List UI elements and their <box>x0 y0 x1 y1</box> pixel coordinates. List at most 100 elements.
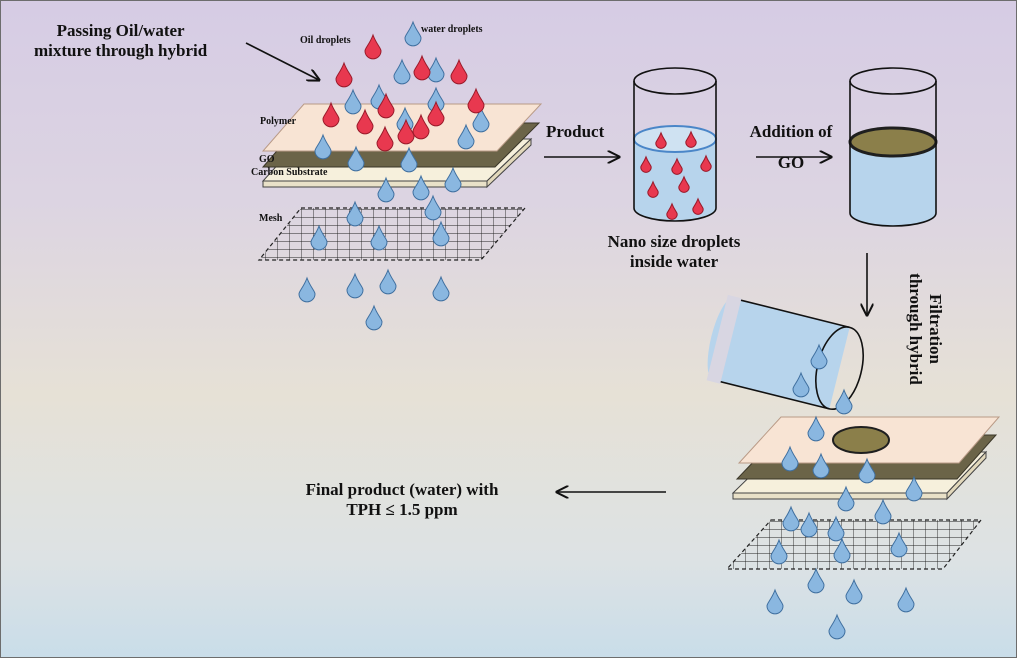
label-filtration-line1: Filtration <box>926 294 945 364</box>
label-nano-line1: Nano size droplets <box>607 232 741 251</box>
oil-droplet <box>397 118 415 145</box>
water-droplet <box>782 505 800 532</box>
label-addition: Addition of GO <box>742 122 840 172</box>
label-filtration: Filtration through hybrid <box>906 269 945 389</box>
water-droplet <box>874 498 892 525</box>
label-addition-line1: Addition of <box>749 122 833 141</box>
water-droplet <box>800 511 818 538</box>
label-carbon-substrate: Carbon Substrate <box>251 167 328 178</box>
label-passing-line2: mixture through hybrid <box>34 40 208 60</box>
label-polymer: Polymer <box>260 116 297 127</box>
oil-droplet <box>335 61 353 88</box>
water-droplet <box>400 146 418 173</box>
oil-droplet <box>427 100 445 127</box>
oil-droplet <box>364 33 382 60</box>
water-droplet <box>432 275 450 302</box>
water-droplet <box>310 224 328 251</box>
nano-oil-droplet <box>647 180 659 198</box>
nano-droplets-group <box>640 130 712 220</box>
nano-oil-droplet <box>671 157 683 175</box>
label-passing: Passing Oil/water mixture through hybrid <box>34 21 207 60</box>
nano-oil-droplet <box>655 131 667 149</box>
water-droplet <box>432 220 450 247</box>
label-filtration-line2: through hybrid <box>906 273 926 385</box>
water-droplet <box>344 88 362 115</box>
water-droplet <box>347 145 365 172</box>
water-droplet <box>298 276 316 303</box>
oil-droplet <box>356 108 374 135</box>
label-water-droplets: water droplets <box>421 24 483 35</box>
oil-droplet <box>412 113 430 140</box>
label-final-line2: TPH ≤ 1.5 ppm <box>346 499 458 519</box>
water-droplet <box>766 588 784 615</box>
water-droplet <box>457 123 475 150</box>
water-droplet <box>807 415 825 442</box>
water-droplet <box>346 200 364 227</box>
arrow-pointer-input <box>245 42 319 80</box>
water-droplet <box>404 20 422 47</box>
water-droplet <box>346 272 364 299</box>
label-passing-line1: Passing Oil/water <box>56 21 185 40</box>
water-droplet <box>845 578 863 605</box>
water-droplet <box>444 166 462 193</box>
label-final-line1: Final product (water) with <box>305 480 499 499</box>
water-droplet <box>427 56 445 83</box>
top-mesh-layer <box>257 207 527 261</box>
label-addition-line2: GO <box>777 152 805 172</box>
water-droplet <box>835 388 853 415</box>
water-droplet <box>770 538 788 565</box>
water-droplet <box>812 452 830 479</box>
beaker-go-added <box>848 67 938 227</box>
oil-droplet <box>322 101 340 128</box>
nano-oil-droplet <box>640 155 652 173</box>
oil-droplet <box>450 58 468 85</box>
nano-oil-droplet <box>666 202 678 220</box>
water-droplet <box>890 531 908 558</box>
water-droplet <box>379 268 397 295</box>
water-droplet <box>905 475 923 502</box>
water-droplet <box>370 224 388 251</box>
water-droplet <box>314 133 332 160</box>
water-droplet <box>781 445 799 472</box>
nano-oil-droplet <box>692 197 704 215</box>
water-droplet <box>827 515 845 542</box>
beaker-pouring <box>706 294 864 410</box>
water-droplet <box>810 343 828 370</box>
label-mesh: Mesh <box>259 213 283 224</box>
water-droplet <box>365 304 383 331</box>
label-nano: Nano size droplets inside water <box>589 232 759 271</box>
water-droplet <box>897 586 915 613</box>
beaker-nano-droplets <box>633 67 717 222</box>
water-droplet <box>377 176 395 203</box>
label-final: Final product (water) with TPH ≤ 1.5 ppm <box>286 480 518 519</box>
water-droplets-group <box>298 20 923 640</box>
label-oil-droplets: Oil droplets <box>300 35 351 46</box>
water-droplet <box>833 537 851 564</box>
oil-droplets-group <box>322 33 485 152</box>
flow-arrows <box>245 42 867 492</box>
water-droplet <box>393 58 411 85</box>
oil-droplet <box>376 125 394 152</box>
nano-oil-droplet <box>700 154 712 172</box>
label-nano-line2: inside water <box>629 251 719 271</box>
bottom-mesh-layer <box>725 519 983 570</box>
water-droplet <box>837 485 855 512</box>
oil-droplet <box>467 87 485 114</box>
go-deposit-patch <box>832 426 890 454</box>
label-product: Product <box>546 122 605 141</box>
oil-droplet <box>413 54 431 81</box>
water-droplet <box>807 567 825 594</box>
water-droplet <box>828 613 846 640</box>
water-droplet <box>792 371 810 398</box>
oil-droplet <box>377 92 395 119</box>
water-droplet <box>858 457 876 484</box>
water-droplet <box>472 106 490 133</box>
bottom-filter-assembly <box>725 416 1001 570</box>
water-droplet <box>412 174 430 201</box>
nano-oil-droplet <box>685 130 697 148</box>
nano-oil-droplet <box>678 175 690 193</box>
water-droplet <box>424 194 442 221</box>
label-go: GO <box>259 154 275 165</box>
